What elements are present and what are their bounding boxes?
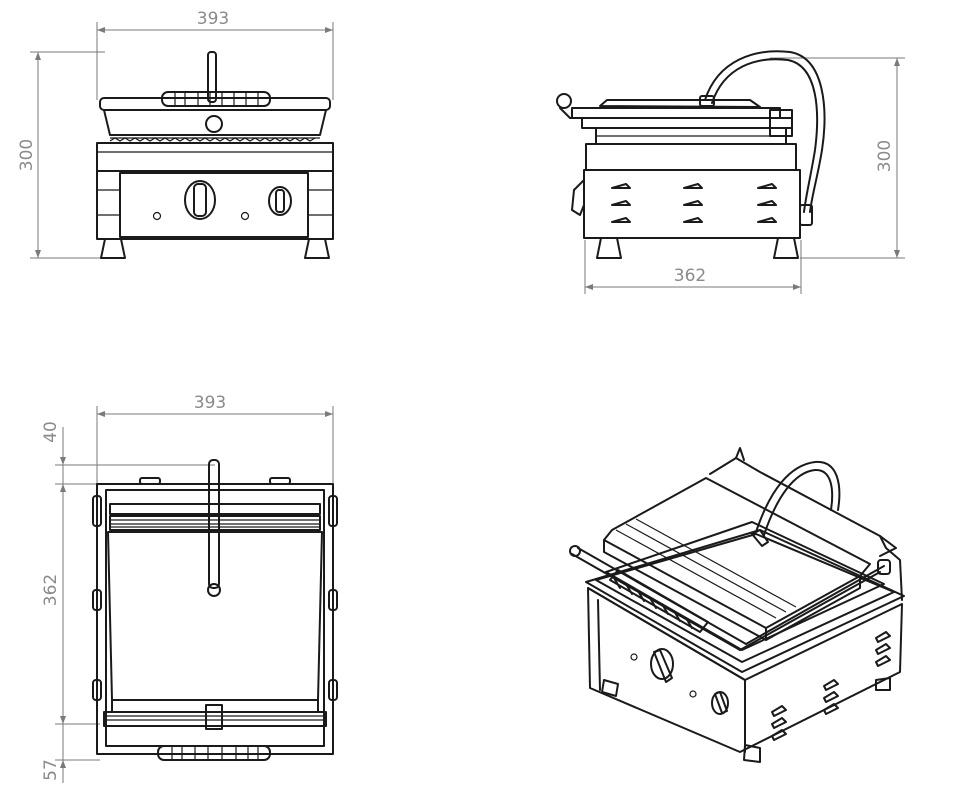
top-width-dimension: 393 bbox=[96, 393, 334, 490]
top-depth-label: 362 bbox=[41, 574, 61, 606]
top-front-handle bbox=[157, 745, 271, 761]
side-height-label: 300 bbox=[875, 140, 895, 172]
side-vent-slots bbox=[611, 183, 777, 223]
side-height-dimension: 300 bbox=[770, 57, 905, 259]
front-small-knob bbox=[268, 186, 292, 216]
front-view: 393 300 bbox=[17, 9, 334, 259]
isometric-view bbox=[569, 447, 905, 763]
side-view: 300 362 bbox=[556, 50, 905, 294]
iso-vent-slots bbox=[771, 631, 891, 741]
side-depth-dimension: 362 bbox=[584, 240, 802, 294]
front-indicator-light-left bbox=[152, 211, 162, 221]
front-width-label: 393 bbox=[197, 9, 229, 29]
front-handle-grips bbox=[161, 91, 271, 107]
side-depth-label: 362 bbox=[674, 266, 706, 286]
iso-main-knob bbox=[650, 648, 674, 683]
top-width-label: 393 bbox=[194, 393, 226, 413]
iso-small-knob bbox=[711, 691, 729, 715]
top-front-label: 57 bbox=[41, 759, 61, 781]
iso-handle-bar bbox=[569, 545, 747, 651]
front-foot-left bbox=[100, 238, 126, 259]
front-height-label: 300 bbox=[17, 139, 37, 171]
front-width-dimension: 393 bbox=[96, 9, 334, 100]
front-foot-right bbox=[304, 238, 330, 259]
front-indicator-light-right bbox=[240, 211, 250, 221]
front-height-dimension: 300 bbox=[17, 51, 105, 259]
top-hose bbox=[207, 459, 221, 597]
front-main-knob bbox=[184, 180, 216, 220]
side-handle bbox=[556, 93, 601, 119]
top-back-label: 40 bbox=[41, 421, 61, 443]
top-depth-dimensions: 40 362 57 bbox=[41, 421, 215, 783]
top-view: 393 40 362 57 bbox=[41, 393, 338, 783]
